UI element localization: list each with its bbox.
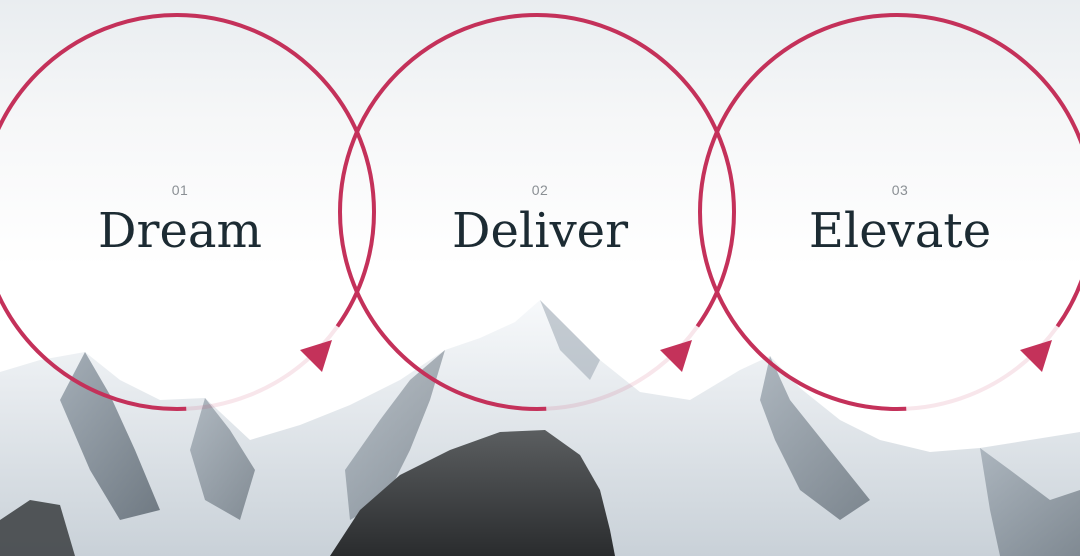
step-title: Dream xyxy=(98,203,262,259)
step-number: 01 xyxy=(171,182,189,198)
step-dream: 01 Dream xyxy=(0,0,360,556)
ring-dream xyxy=(0,13,376,411)
step-title: Deliver xyxy=(451,203,629,259)
shadow-face-left xyxy=(60,352,160,520)
ring-deliver xyxy=(338,13,736,411)
step-title: Elevate xyxy=(808,203,992,259)
circular-arrow-icon xyxy=(660,340,692,372)
rock-outcrop-left xyxy=(0,500,75,556)
shadow-face-far-right xyxy=(980,448,1080,556)
rock-outcrop xyxy=(330,430,615,556)
step-number: 02 xyxy=(531,182,549,198)
step-number: 03 xyxy=(891,182,909,198)
circular-arrow-icon xyxy=(1020,340,1052,372)
shadow-face-right xyxy=(760,356,870,520)
shadow-face-left-2 xyxy=(190,398,255,520)
ring-elevate xyxy=(698,13,1080,411)
step-elevate: 03 Elevate xyxy=(720,0,1080,556)
circular-arrow-icon xyxy=(300,340,332,372)
shadow-face-center xyxy=(345,350,445,520)
step-deliver: 02 Deliver xyxy=(360,0,720,556)
shadow-face-peak xyxy=(540,300,600,380)
